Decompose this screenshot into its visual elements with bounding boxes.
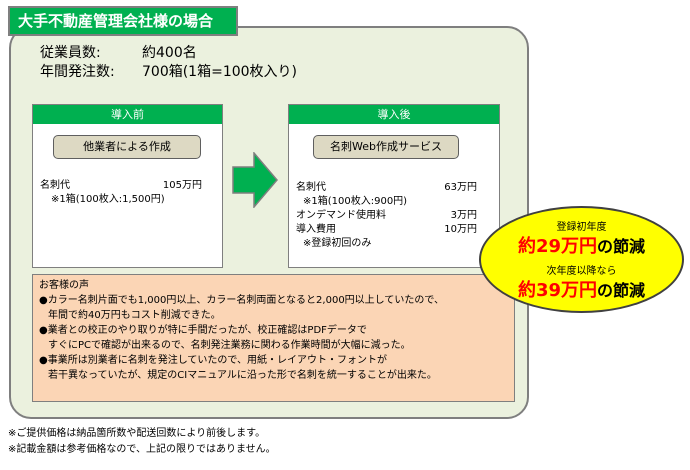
next-year-savings: 約39万円の節減 bbox=[481, 276, 682, 302]
after-box: 導入後 名刺Web作成サービス 名刺代 63万円 ※1箱(100枚入:900円)… bbox=[288, 104, 500, 268]
before-box: 導入前 他業者による作成 名刺代 105万円 ※1箱(100枚入:1,500円) bbox=[32, 104, 223, 268]
before-method: 他業者による作成 bbox=[53, 135, 201, 159]
voice-line: ●カラー名刺片面でも1,000円以上、カラー名刺両面となると2,000円以上して… bbox=[39, 295, 444, 306]
first-year-label: 登録初年度 bbox=[556, 222, 607, 233]
orders-value: 700箱(1箱=100枚入り) bbox=[142, 64, 298, 80]
before-cost-note: ※1箱(100枚入:1,500円) bbox=[51, 194, 165, 205]
after-cost-value: 63万円 bbox=[444, 182, 477, 193]
case-title: 大手不動産管理会社様の場合 bbox=[8, 6, 238, 36]
ondemand-label: オンデマンド使用料 bbox=[296, 210, 386, 221]
next-year-label: 次年度以降なら bbox=[546, 266, 617, 277]
first-year-savings: 約29万円の節減 bbox=[481, 232, 682, 258]
after-cost-note: ※1箱(100枚入:900円) bbox=[303, 196, 408, 207]
first-year-amount: 約29万円 bbox=[517, 236, 598, 257]
footnote: ※ご提供価格は納品箇所数や配送回数により前後します。 bbox=[8, 428, 266, 439]
intro-value: 10万円 bbox=[444, 224, 477, 235]
footnote: ※記載金額は参考価格なので、上記の限りではありません。 bbox=[8, 444, 276, 455]
voice-line: すぐにPCで確認が出来るので、名刺発注業務に関わる作業時間が大幅に減った。 bbox=[48, 340, 411, 351]
employees-label: 従業員数: bbox=[40, 45, 101, 61]
after-cost-label: 名刺代 bbox=[296, 182, 326, 193]
intro-note: ※登録初回のみ bbox=[303, 238, 372, 249]
after-header: 導入後 bbox=[289, 105, 499, 124]
ondemand-value: 3万円 bbox=[450, 210, 477, 221]
voice-line: ●事業所は別業者に名刺を発注していたので、用紙・レイアウト・フォントが bbox=[39, 355, 388, 366]
next-year-amount: 約39万円 bbox=[517, 280, 598, 301]
after-method: 名刺Web作成サービス bbox=[313, 135, 459, 159]
right-arrow-icon bbox=[232, 152, 278, 208]
voice-line: 若干異なっていたが、規定のCIマニュアルに沿った形で名刺を統一することが出来た。 bbox=[48, 370, 437, 381]
next-year-suffix: の節減 bbox=[597, 281, 646, 300]
voice-heading: お客様の声 bbox=[39, 280, 89, 291]
orders-label: 年間発注数: bbox=[40, 64, 115, 80]
intro-label: 導入費用 bbox=[296, 224, 336, 235]
voice-line: ●業者との校正のやり取りが特に手間だったが、校正確認はPDFデータで bbox=[39, 325, 367, 336]
before-header: 導入前 bbox=[33, 105, 222, 124]
employees-value: 約400名 bbox=[142, 45, 197, 61]
before-cost-label: 名刺代 bbox=[40, 180, 70, 191]
voice-line: 年間で約40万円もコスト削減できた。 bbox=[48, 310, 221, 321]
first-year-suffix: の節減 bbox=[597, 237, 646, 256]
customer-voice: お客様の声 ●カラー名刺片面でも1,000円以上、カラー名刺両面となると2,00… bbox=[32, 274, 515, 402]
savings-ellipse: 登録初年度 約29万円の節減 次年度以降なら 約39万円の節減 bbox=[479, 206, 684, 313]
before-cost-value: 105万円 bbox=[162, 180, 202, 191]
